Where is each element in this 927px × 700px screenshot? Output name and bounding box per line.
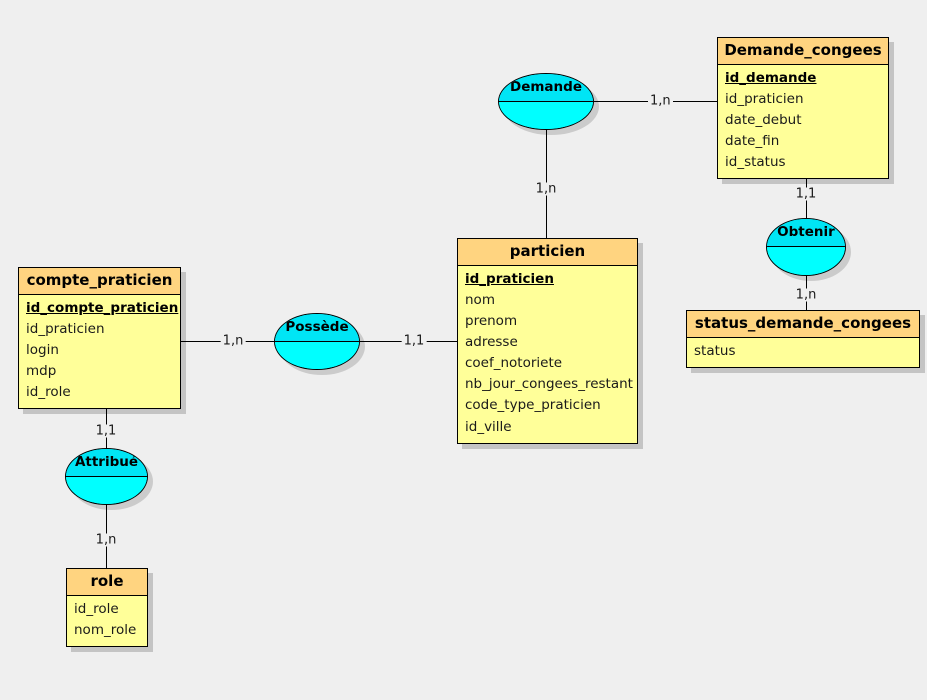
attribute-nom: nom [465, 291, 495, 308]
entity-attrs-status-demande-congees: status [687, 338, 919, 367]
relationship-possede[interactable]: Possède [274, 313, 360, 370]
attribute-nom-role: nom_role [74, 621, 137, 638]
attribute-id-ville: id_ville [465, 418, 512, 435]
attribute-compte-id-praticien: id_praticien [26, 320, 105, 337]
entity-attrs-particien: id_praticien nom prenom adresse coef_not… [458, 266, 637, 443]
attribute-prenom: prenom [465, 312, 518, 329]
attribute-status: status [694, 342, 736, 359]
attribute-id-demande: id_demande [725, 69, 817, 86]
attribute-date-debut: date_debut [725, 111, 802, 128]
attribute-id-praticien: id_praticien [465, 270, 554, 287]
attribute-adresse: adresse [465, 333, 518, 350]
relationship-label-possede: Possède [285, 318, 349, 335]
entity-title-demande-congees: Demande_congees [718, 38, 888, 65]
attribute-code-type-praticien: code_type_praticien [465, 397, 601, 414]
entity-attrs-compte-praticien: id_compte_praticien id_praticien login m… [19, 295, 180, 409]
entity-demande-congees[interactable]: Demande_congees id_demande id_praticien … [717, 37, 889, 180]
entity-compte-praticien[interactable]: compte_praticien id_compte_praticien id_… [18, 267, 181, 410]
relationship-label-demande: Demande [510, 78, 582, 95]
cardinality-attribue-compte-praticien: 1,1 [93, 423, 119, 439]
entity-attrs-role: id_role nom_role [67, 596, 147, 646]
entity-attrs-demande-congees: id_demande id_praticien date_debut date_… [718, 65, 888, 179]
entity-title-role: role [67, 569, 147, 596]
attribute-compte-id-role: id_role [26, 384, 71, 401]
entity-title-compte-praticien: compte_praticien [19, 268, 180, 295]
attribute-login: login [26, 341, 59, 358]
relationship-demande-header: Demande [499, 74, 593, 102]
relationship-label-obtenir: Obtenir [777, 223, 835, 240]
attribute-coef-notoriete: coef_notoriete [465, 355, 563, 372]
relationship-demande[interactable]: Demande [498, 73, 594, 130]
entity-particien[interactable]: particien id_praticien nom prenom adress… [457, 238, 638, 444]
entity-status-demande-congees[interactable]: status_demande_congees status [686, 310, 920, 368]
relationship-possede-header: Possède [275, 314, 359, 342]
cardinality-demande-demande-congees: 1,n [648, 93, 673, 109]
entity-title-status-demande-congees: status_demande_congees [687, 311, 919, 338]
cardinality-possede-particien: 1,1 [401, 333, 427, 349]
relationship-attribue[interactable]: Attribué [65, 448, 148, 505]
cardinality-obtenir-status: 1,n [793, 287, 819, 303]
relationship-label-attribue: Attribué [74, 453, 139, 470]
relationship-demande-body [499, 101, 593, 129]
attribute-nb-jour-congees-restant: nb_jour_congees_restant [465, 376, 633, 393]
cardinality-demande-particien: 1,n [533, 181, 559, 197]
relationship-obtenir[interactable]: Obtenir [766, 218, 846, 276]
attribute-id-status: id_status [725, 154, 786, 171]
attribute-id-praticien: id_praticien [725, 90, 804, 107]
cardinality-possede-compte-praticien: 1,n [220, 333, 246, 349]
attribute-mdp: mdp [26, 362, 57, 379]
relationship-obtenir-body [767, 247, 845, 275]
entity-role[interactable]: role id_role nom_role [66, 568, 148, 647]
attribute-date-fin: date_fin [725, 132, 780, 149]
cardinality-obtenir-demande-congees: 1,1 [793, 186, 819, 202]
attribute-id-compte-praticien: id_compte_praticien [26, 299, 179, 316]
relationship-obtenir-header: Obtenir [767, 219, 845, 247]
attribute-role-id-role: id_role [74, 600, 119, 617]
relationship-attribue-body [66, 476, 147, 504]
relationship-possede-body [275, 341, 359, 369]
relationship-attribue-header: Attribué [66, 449, 147, 477]
cardinality-attribue-role: 1,n [93, 532, 119, 548]
entity-title-particien: particien [458, 239, 637, 266]
